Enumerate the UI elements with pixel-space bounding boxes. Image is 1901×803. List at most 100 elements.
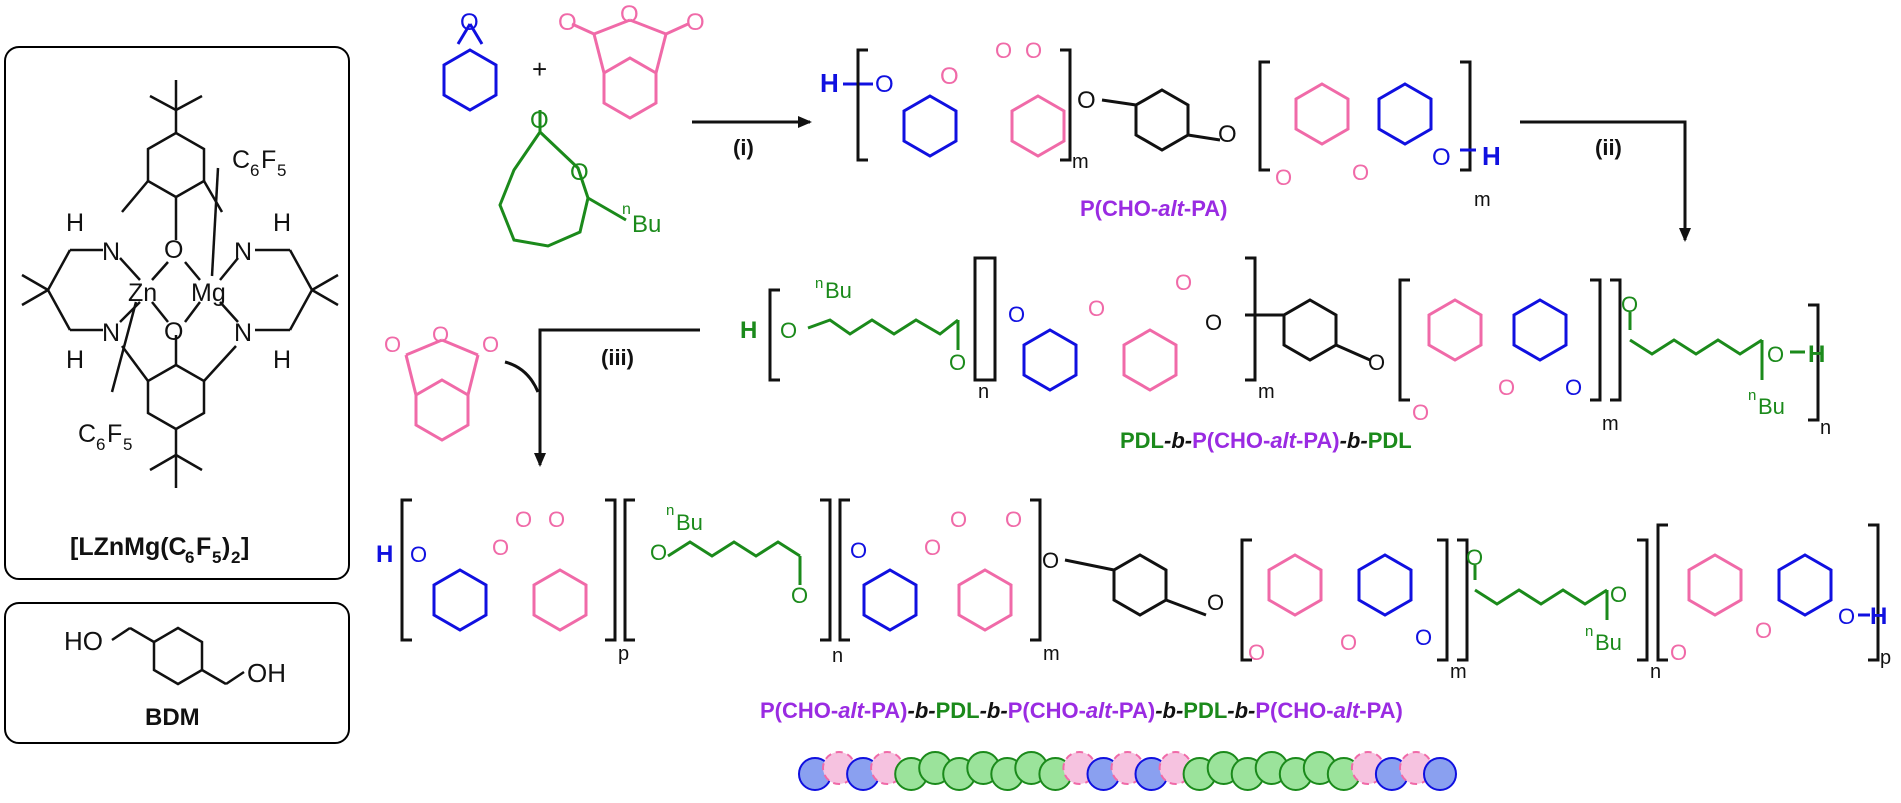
polymer-2-structure: H O n Bu O n O O O [740, 256, 1831, 439]
p2-repeat-m-2: m [1602, 413, 1619, 435]
svg-text:C: C [78, 420, 96, 448]
catalyst-atoms: O O Zn Mg N N N N H H H H C 6 F 5 C 6 F … [66, 146, 291, 454]
zinc-atom: Zn [128, 279, 157, 307]
p3-carbonyl-3: O [791, 583, 808, 608]
h-terminal-right: H [1482, 141, 1501, 171]
p3-o-linker-2: O [1207, 590, 1224, 615]
blue-bead [1423, 757, 1457, 791]
pa3-carbonyl-1: O [384, 332, 401, 357]
p2-o-linker-2: O [1368, 350, 1385, 375]
svg-text:F: F [107, 420, 122, 448]
p2-carbonyl-o-3: O [1412, 400, 1429, 425]
svg-text:F: F [196, 533, 211, 561]
bead-chain-cartoon [798, 751, 1457, 791]
svg-text:]: ] [241, 533, 249, 561]
p3-carbonyl-7: O [1466, 545, 1483, 570]
c6f5-bottom: C 6 F 5 [78, 420, 132, 454]
nbu-superscript: n [622, 201, 631, 218]
p2-repeat-m-1: m [1258, 381, 1275, 403]
p2-o-4: O [1498, 375, 1515, 400]
p3-nbu-n-2: n [1585, 623, 1593, 640]
p3-o-4: O [850, 538, 867, 563]
svg-text:5: 5 [277, 161, 286, 180]
p2-o-1: O [780, 318, 797, 343]
repeat-m-2: m [1474, 189, 1491, 211]
magnesium-atom: Mg [191, 279, 226, 307]
anhydride-oxygen: O [620, 1, 639, 28]
epoxide-oxygen: O [460, 9, 479, 36]
p2-carbonyl-o-4: O [1621, 292, 1638, 317]
arrow-step-3 [534, 328, 700, 467]
o-linker-2: O [1218, 121, 1237, 148]
p3-h-right: H [1870, 603, 1887, 630]
step-3-label: (iii) [601, 345, 634, 370]
p3-o-6: O [1340, 630, 1357, 655]
repeat-m-1: m [1072, 151, 1089, 173]
polymer-1-structure: H O O O O O O m O O [820, 38, 1501, 211]
polymer-1-label: P(CHO-alt-PA) [1080, 196, 1228, 221]
polymer-2-label: PDL-b-P(CHO-alt-PA)-b-PDL [1120, 428, 1412, 453]
polymer-3-label: P(CHO-alt-PA)-b-PDL-b-P(CHO-alt-PA)-b-PD… [760, 698, 1403, 723]
monomers: O + O O O O O n Bu [442, 1, 705, 248]
o-ester-2: O [1352, 160, 1369, 185]
bdm-structure [111, 626, 245, 686]
carbonyl-o-2: O [1025, 38, 1042, 63]
phthalic-anhydride-step3 [404, 338, 480, 442]
p3-o-10: O [1838, 604, 1855, 629]
p3-carbonyl-8: O [1670, 640, 1687, 665]
p3-o-3: O [650, 540, 667, 565]
p3-o-1: O [410, 542, 427, 567]
svg-text:6: 6 [250, 161, 259, 180]
p3-repeat-n-2: n [1650, 661, 1661, 683]
p2-o-5: O [1565, 375, 1582, 400]
cyclohexene-oxide [442, 23, 498, 112]
svg-text:6: 6 [96, 435, 105, 454]
hydrogen-4: H [273, 346, 291, 374]
plus-sign: + [532, 54, 547, 84]
p3-o-linker-1: O [1042, 548, 1059, 573]
catalyst-panel: O O Zn Mg N N N N H H H H C 6 F 5 C 6 F … [4, 46, 350, 580]
pa3-carbonyl-2: O [482, 332, 499, 357]
p2-nbu-n-1: n [815, 275, 823, 292]
p3-repeat-m-1: m [1043, 643, 1060, 665]
p2-o-2: O [1008, 302, 1025, 327]
p3-nbu-bu-2: Bu [1595, 630, 1622, 655]
initiator-name: BDM [145, 704, 200, 731]
p2-carbonyl-o-2: O [1175, 270, 1192, 295]
p3-nbu-bu-1: Bu [676, 510, 703, 535]
p3-carbonyl-2: O [548, 507, 565, 532]
oxygen-bottom: O [164, 318, 183, 346]
p2-h-right: H [1808, 341, 1825, 368]
oxygen-top: O [164, 236, 183, 264]
p3-o-7: O [1415, 625, 1432, 650]
nitrogen-3: N [234, 238, 252, 266]
anhydride-carbonyl-1: O [558, 9, 577, 36]
catalyst-structure [21, 80, 339, 488]
hydroxyl-right: OH [247, 658, 286, 688]
carbonyl-o-1: O [995, 38, 1012, 63]
p3-o-8: O [1610, 582, 1627, 607]
reaction-arrows [504, 116, 1691, 467]
lactone-carbonyl: O [530, 107, 549, 134]
svg-text:C: C [232, 146, 250, 174]
o-linker-1: O [1077, 87, 1096, 114]
o-ether-1: O [875, 71, 894, 98]
polymer-3-structure: H O O O O p O n Bu [376, 498, 1891, 683]
p3-repeat-n-1: n [832, 645, 843, 667]
initiator-box [4, 602, 350, 744]
pa3-oxygen: O [432, 322, 449, 347]
anhydride-addition-curve [504, 360, 540, 393]
hydrogen-3: H [273, 209, 291, 237]
svg-text:[LZnMg(C: [LZnMg(C [70, 533, 187, 561]
delta-decalactone [498, 110, 627, 248]
hydrogen-1: H [66, 209, 84, 237]
p2-nbu-n-2: n [1748, 387, 1756, 404]
p2-o-linker-1: O [1205, 310, 1222, 335]
p2-repeat-n-2: n [1820, 417, 1831, 439]
p3-o-2: O [492, 535, 509, 560]
c6f5-top: C 6 F 5 [232, 146, 286, 180]
svg-text:): ) [222, 533, 230, 561]
initiator-panel: HO OH BDM [4, 602, 350, 744]
p2-o-3: O [1088, 296, 1105, 321]
